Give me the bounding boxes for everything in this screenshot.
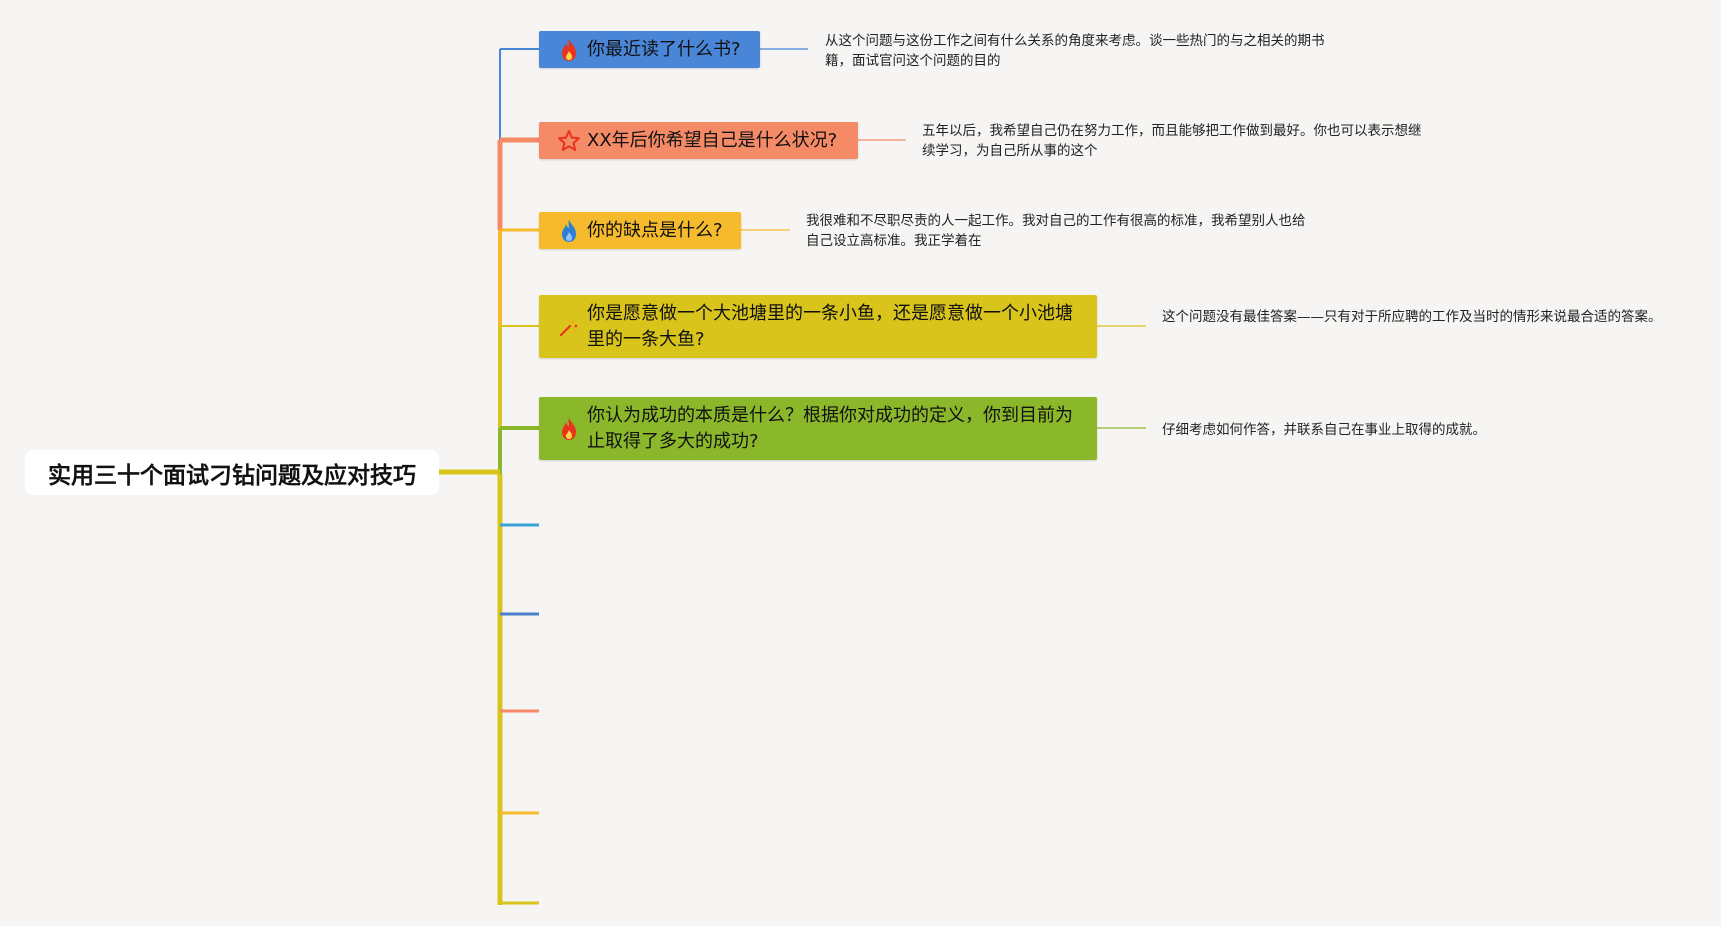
star-icon (557, 129, 581, 153)
root-topic-label: 实用三十个面试刁钻问题及应对技巧 (48, 462, 416, 489)
fire-icon (557, 417, 581, 441)
note-fish-pond: 这个问题没有最佳答案——只有对于所应聘的工作及当时的情形来说最合适的答案。 (1162, 309, 1662, 325)
topic-label: 你最近读了什么书? (587, 38, 741, 60)
topic-weakness[interactable]: 你的缺点是什么? (539, 212, 741, 249)
topic-success[interactable]: 你认为成功的本质是什么？根据你对成功的定义，你到目前为止取得了多大的成功? (539, 397, 1097, 460)
topic-label: 你认为成功的本质是什么？根据你对成功的定义，你到目前为止取得了多大的成功? (587, 404, 1073, 452)
note-success: 仔细考虑如何作答，并联系自己在事业上取得的成就。 (1162, 422, 1486, 438)
flame-blue-icon (557, 219, 581, 243)
topic-fish-pond[interactable]: 你是愿意做一个大池塘里的一条小鱼，还是愿意做一个小池塘里的一条大鱼? (539, 295, 1097, 358)
root-topic[interactable]: 实用三十个面试刁钻问题及应对技巧 (25, 450, 439, 495)
topic-future[interactable]: XX年后你希望自己是什么状况? (539, 122, 858, 159)
topic-books[interactable]: 你最近读了什么书? (539, 31, 760, 68)
topic-label: 你是愿意做一个大池塘里的一条小鱼，还是愿意做一个小池塘里的一条大鱼? (587, 302, 1073, 350)
fire-icon (557, 38, 581, 62)
topic-label: XX年后你希望自己是什么状况? (587, 129, 838, 151)
note-weakness: 我很难和不尽职尽责的人一起工作。我对自己的工作有很高的标准，我希望别人也给自己设… (806, 213, 1306, 249)
sparkle-icon (557, 315, 581, 339)
note-future: 五年以后，我希望自己仍在努力工作，而且能够把工作做到最好。你也可以表示想继续学习… (922, 123, 1422, 159)
note-books: 从这个问题与这份工作之间有什么关系的角度来考虑。谈一些热门的与之相关的期书籍，面… (825, 33, 1325, 69)
topic-label: 你的缺点是什么? (587, 219, 723, 241)
